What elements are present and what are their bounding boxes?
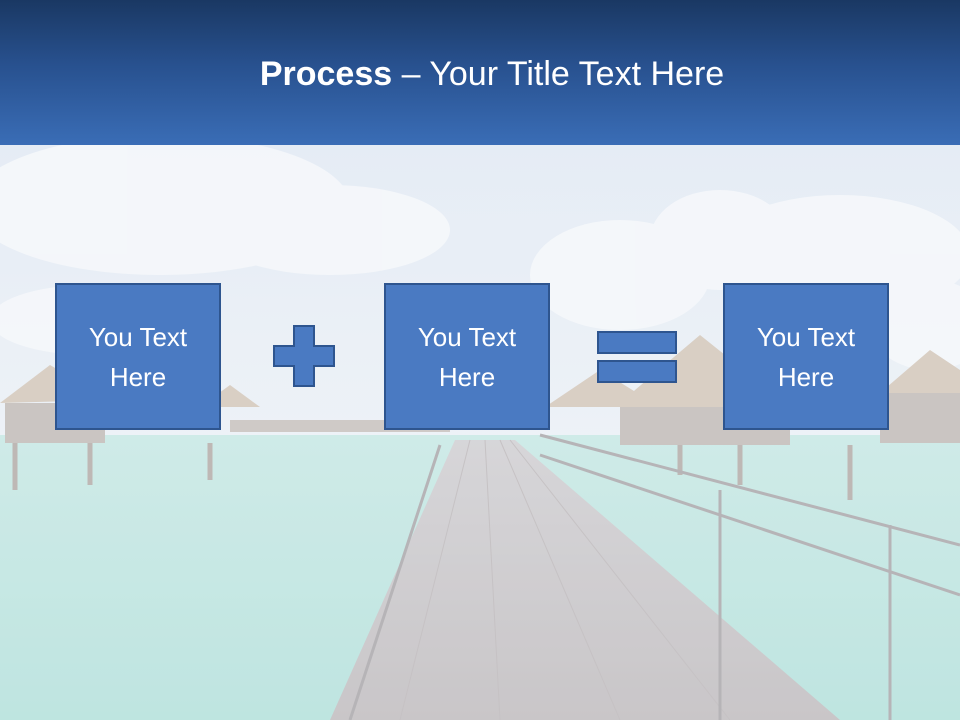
process-box-3[interactable]: You Text Here xyxy=(723,283,889,430)
slide-title: Process – Your Title Text Here xyxy=(0,52,960,96)
process-box-1[interactable]: You Text Here xyxy=(55,283,221,430)
process-box-2-text: You Text Here xyxy=(417,321,517,392)
equals-icon xyxy=(597,331,677,383)
process-box-2[interactable]: You Text Here xyxy=(384,283,550,430)
plus-icon xyxy=(273,325,335,387)
title-bold-text: Process xyxy=(259,55,393,93)
title-bar xyxy=(0,0,960,145)
process-box-1-text: You Text Here xyxy=(88,321,188,392)
title-rest-text: – Your Title Text Here xyxy=(392,55,725,93)
background-photo xyxy=(0,145,960,720)
process-box-3-text: You Text Here xyxy=(756,321,856,392)
